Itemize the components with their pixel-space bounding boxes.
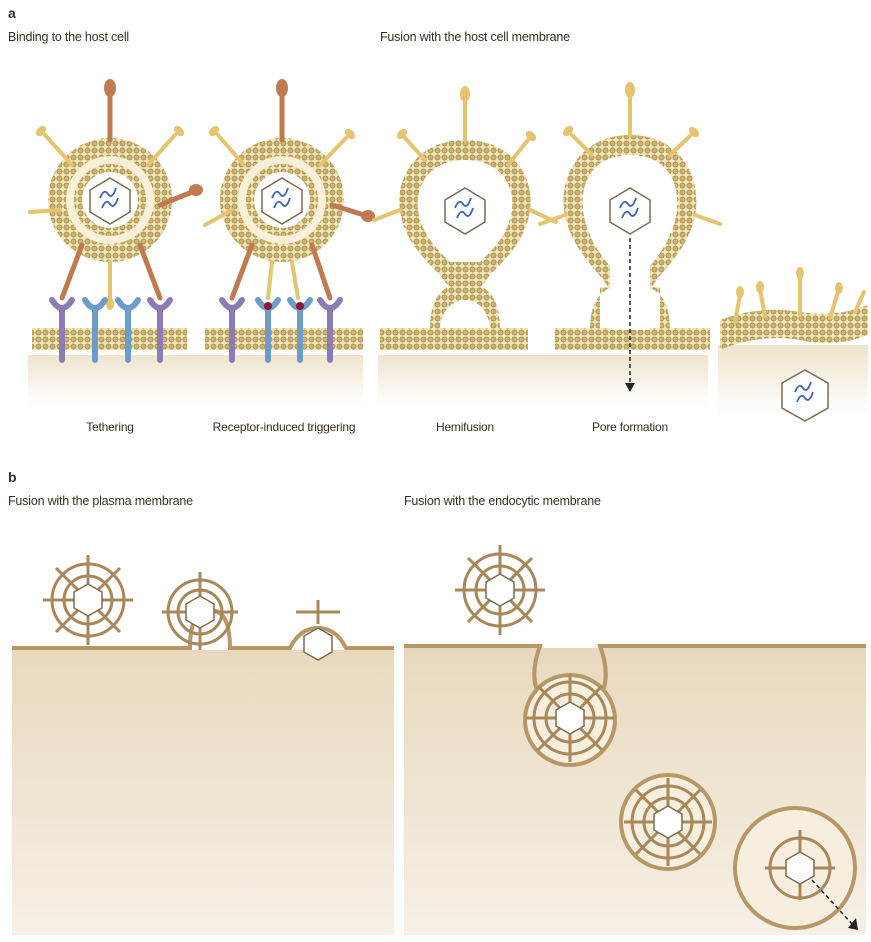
panel-b-letter: b [8,470,17,484]
host-membrane-triggering [205,328,363,350]
panel-a-cytoplasm [28,345,868,415]
panel-a-letter: a [8,6,16,20]
step-hemifusion: Hemifusion [375,420,555,434]
host-membrane-tethering [32,328,187,350]
title-fusion-host: Fusion with the host cell membrane [380,30,570,44]
panel-b-plasma-cell [12,610,394,935]
step-triggering: Receptor-induced triggering [194,420,374,434]
host-membrane-hemifusion [380,285,528,350]
title-plasma: Fusion with the plasma membrane [8,494,193,508]
receptor-binding-sites [264,302,304,310]
title-binding: Binding to the host cell [8,30,129,44]
step-pore-formation: Pore formation [540,420,720,434]
title-endocytic: Fusion with the endocytic membrane [404,494,601,508]
step-tethering: Tethering [20,420,200,434]
host-membrane-fused [720,305,868,350]
